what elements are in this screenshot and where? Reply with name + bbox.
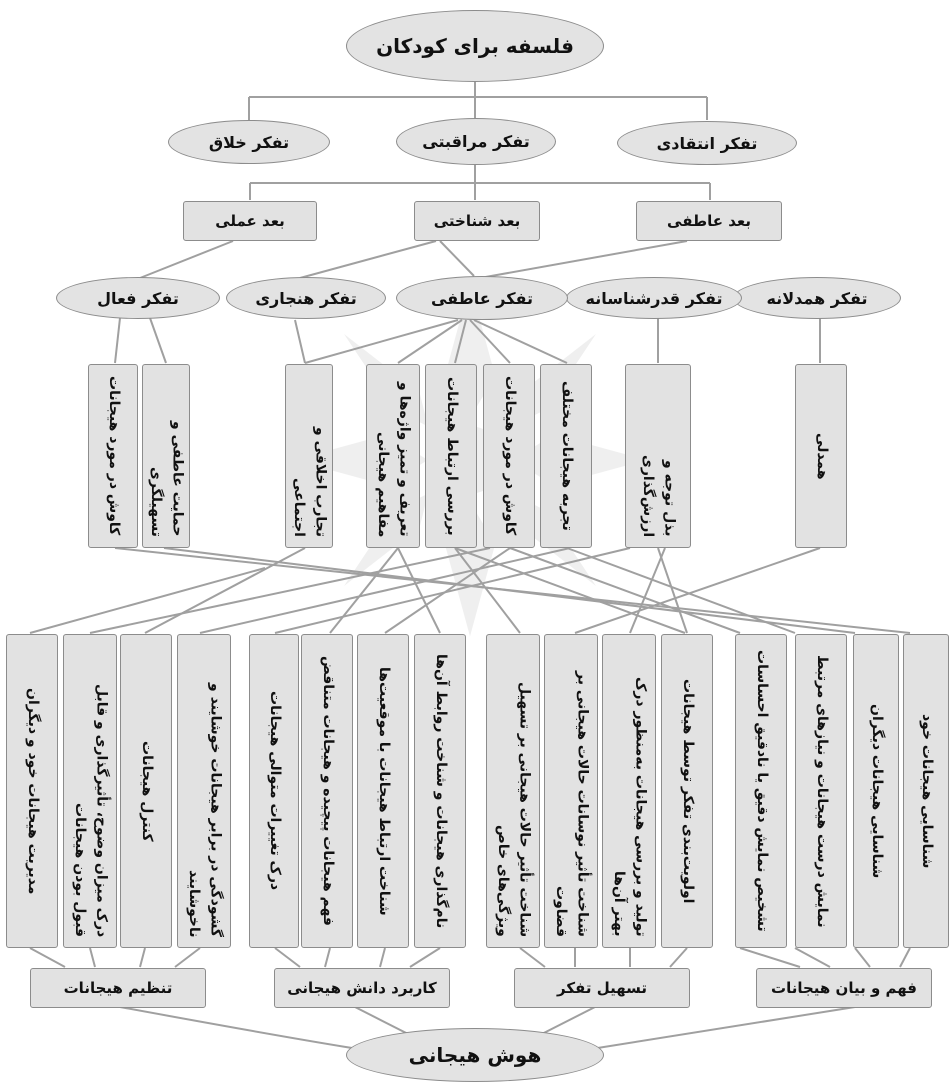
activity-emotion-relations: بررسی ارتباط هیجانات bbox=[425, 364, 477, 548]
branch-understanding: فهم و بیان هیجانات bbox=[756, 968, 932, 1008]
outcome-detect-accurate: تشخیص نمایش دقیق یا نادقیق احساسات bbox=[735, 634, 787, 948]
practical-dimension-box: بعد عملی bbox=[183, 201, 317, 241]
root-emotional-intelligence: هوش هیجانی bbox=[346, 1028, 604, 1082]
outcome-relations-situations: شناخت ارتباط هیجانات با موقعیت‌ها bbox=[357, 634, 409, 948]
activity-moral-social: تجارب اخلاقی و اجتماعی bbox=[285, 364, 333, 548]
outcome-prioritize-thinking: اولویت‌بندی تفکر توسط هیجانات bbox=[661, 634, 713, 948]
active-thinking-node: تفکر فعال bbox=[56, 277, 220, 319]
outcome-manage: مدیریت هیجانات خود و دیگران bbox=[6, 634, 58, 948]
critical-thinking-node: تفکر انتقادی bbox=[617, 121, 797, 165]
root-philosophy-for-children: فلسفه برای کودکان bbox=[346, 10, 604, 82]
activity-explore-emotions: کاوش در مورد هیجانات bbox=[483, 364, 535, 548]
outcome-openness: گشودگی در برابر هیجانات خوشایند و ناخوشا… bbox=[177, 634, 231, 948]
creative-thinking-node: تفکر خلاق bbox=[168, 120, 330, 164]
caring-thinking-node: تفکر مراقبتی bbox=[396, 118, 556, 165]
activity-explore-emotions-active: کاوش در مورد هیجانات bbox=[88, 364, 138, 548]
outcome-identify-others: شناسایی هیجانات دیگران bbox=[853, 634, 899, 948]
outcome-complex-emotions: فهم هیجانات پیچیده و هیجانات متناقض bbox=[301, 634, 353, 948]
outcome-states-facilitate: شناخت تأثیر حالات هیجانی بر تسهیل ویژگی‌… bbox=[486, 634, 540, 948]
activity-emotional-support: حمایت عاطفی و تسهیلگری bbox=[142, 364, 190, 548]
normative-thinking-node: تفکر هنجاری bbox=[226, 277, 386, 319]
outcome-express-correctly: نمایش درست هیجانات و نیازهای مرتبط bbox=[795, 634, 847, 948]
branch-facilitation: تسهیل تفکر bbox=[514, 968, 690, 1008]
branch-regulation: تنظیم هیجانات bbox=[30, 968, 206, 1008]
cognitive-dimension-box: بعد شناختی bbox=[414, 201, 540, 241]
outcome-transitions: درک تغییرات متوالی هیجانات bbox=[249, 634, 299, 948]
outcome-identify-own: شناسایی هیجانات خود bbox=[903, 634, 949, 948]
branch-utilization: کاربرد دانش هیجانی bbox=[274, 968, 450, 1008]
outcome-control: کنترل هیجانات bbox=[120, 634, 172, 948]
empathic-thinking-node: تفکر همدلانه bbox=[733, 277, 901, 319]
appreciative-thinking-node: تفکر قدرشناسانه bbox=[566, 277, 742, 319]
activity-attention-valuing: بذل توجه و ارزش‌گذاری bbox=[625, 364, 691, 548]
outcome-generate-emotions: تولید و بررسی هیجانات به‌منظور درک بهتر … bbox=[602, 634, 656, 948]
activity-define-words: تعریف و تمیز واژه‌ها و مفاهیم هیجانی bbox=[366, 364, 420, 548]
emotional-dimension-box: بعد عاطفی bbox=[636, 201, 782, 241]
activity-diverse-emotions: تجربه هیجانات مختلف bbox=[540, 364, 592, 548]
outcome-labeling: نام‌گذاری هیجانات و شناخت روابط آن‌ها bbox=[414, 634, 466, 948]
affective-thinking-node: تفکر عاطفی bbox=[396, 276, 568, 320]
outcome-mood-judgment: شناخت تأثیر نوسانات حالات هیجانی بر قضاو… bbox=[544, 634, 598, 948]
activity-empathy: همدلی bbox=[795, 364, 847, 548]
outcome-clarity: درک میزان وضوح، تأثیرگذاری و قابل قبول ب… bbox=[63, 634, 117, 948]
